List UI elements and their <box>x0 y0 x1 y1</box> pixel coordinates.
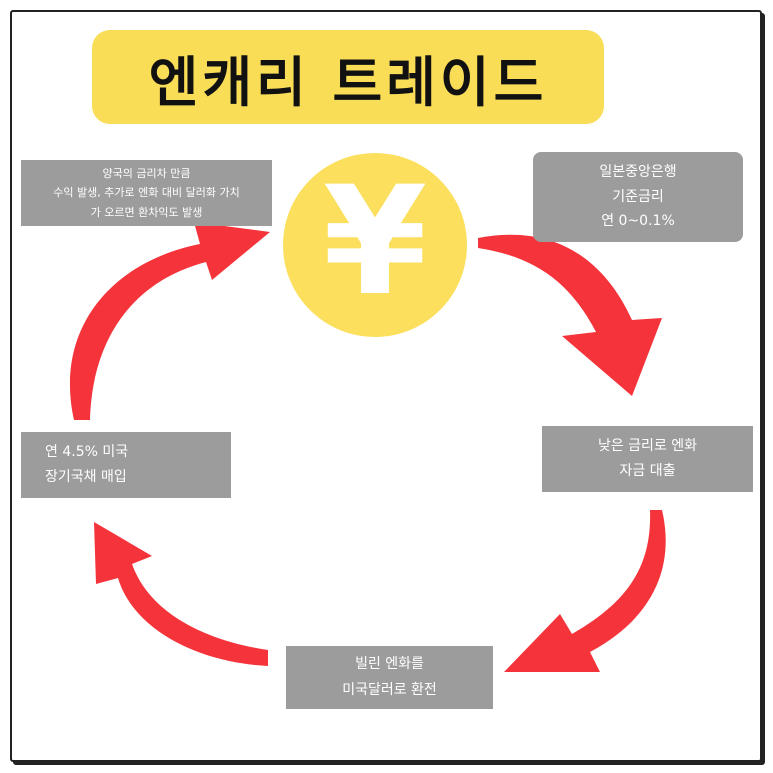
step-loan-line-2: 자금 대출 <box>619 463 676 479</box>
diagram-title: 엔캐리 트레이드 <box>148 50 548 114</box>
arrow-loan-to-exchange <box>504 510 666 672</box>
step-boj-rate-line-3: 연 0~0.1% <box>601 213 675 230</box>
image-frame <box>10 10 762 762</box>
step-bonds-line-2: 장기국채 매입 <box>45 469 127 485</box>
arrow-coin-to-loan <box>478 234 662 396</box>
step-loan-line-1: 낮은 금리로 엔화 <box>597 437 698 454</box>
yen-symbol: ¥ <box>322 155 428 329</box>
step-boj-rate-line-2: 기준금리 <box>612 188 664 205</box>
step-profit-line-2: 수익 발생, 추가로 엔화 대비 달러화 가치 <box>53 186 240 200</box>
arrow-exchange-to-bonds <box>94 522 268 666</box>
step-boj-rate-line-1: 일본중앙은행 <box>599 164 677 181</box>
step-profit-line-1: 양국의 금리차 만큼 <box>102 167 191 181</box>
step-exchange-line-2: 미국달러로 환전 <box>342 681 437 698</box>
step-bonds-line-1: 연 4.5% 미국 <box>45 443 129 460</box>
step-exchange-line-1: 빌린 엔화를 <box>355 656 424 673</box>
yen-coin-icon: ¥ <box>283 153 467 337</box>
step-boj-rate-box: 일본중앙은행 기준금리 연 0~0.1% <box>533 152 743 242</box>
step-profit-line-3: 가 오르면 환차익도 발생 <box>90 205 203 219</box>
arrow-bonds-to-profit <box>69 222 270 420</box>
step-bonds-box: 연 4.5% 미국 장기국채 매입 <box>21 432 231 498</box>
step-exchange-box: 빌린 엔화를 미국달러로 환전 <box>286 646 493 709</box>
step-profit-box: 양국의 금리차 만큼 수익 발생, 추가로 엔화 대비 달러화 가치 가 오르면… <box>21 160 272 226</box>
title-banner: 엔캐리 트레이드 <box>92 30 604 124</box>
step-loan-box: 낮은 금리로 엔화 자금 대출 <box>542 426 753 492</box>
